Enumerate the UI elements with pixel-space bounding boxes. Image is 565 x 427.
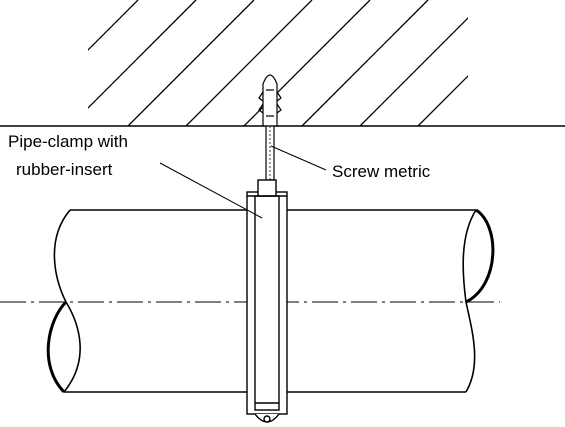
screw-leader-line — [270, 145, 327, 171]
wall-anchor — [258, 74, 282, 127]
clamp-leader-line — [159, 162, 263, 219]
screw-label: Screw metric — [332, 162, 431, 181]
pipe-clamp-label-line2: rubber-insert — [16, 160, 113, 179]
ceiling-hatching — [88, 0, 468, 126]
metric-screw — [265, 125, 275, 181]
pipe-clamp-label-line1: Pipe-clamp with — [8, 132, 128, 151]
pipe-clamp — [246, 179, 288, 423]
